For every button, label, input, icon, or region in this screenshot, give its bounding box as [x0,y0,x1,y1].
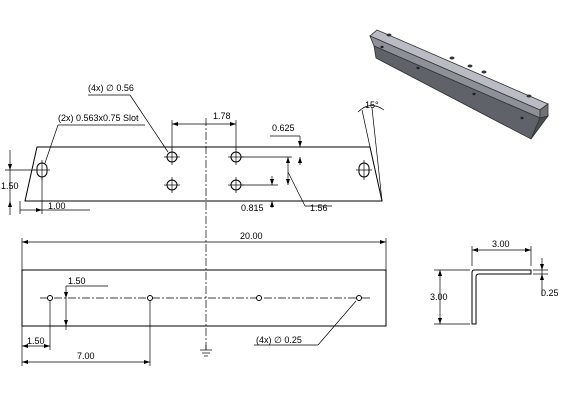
small-hole-4 [356,295,362,301]
front-view: 20.00 1.50 1.50 7.00 (4x) ∅ 0.25 [21,231,387,366]
dim-3-00-width: 3.00 [492,239,510,249]
dim-1-00: 1.00 [48,201,66,211]
small-hole-1 [47,295,53,301]
small-hole-2 [147,295,153,301]
slot-callout: (2x) 0.563x0.75 Slot [58,113,139,123]
dim-1-50-bottom: 1.50 [27,336,45,346]
dim-0-625: 0.625 [272,123,295,133]
top-view: 15° (4x) ∅ 0.56 (2x) 0.563x0.75 Slot 1.7… [1,83,385,350]
dim-0-815: 0.815 [241,203,264,213]
dim-1-78: 1.78 [213,111,231,121]
holes-callout-front: (4x) ∅ 0.25 [256,335,302,345]
isometric-view [369,29,549,140]
angle-label: 15° [365,100,379,110]
small-hole-3 [256,295,262,301]
dim-20-00: 20.00 [240,231,263,241]
dim-7-00: 7.00 [77,351,95,361]
dim-1-56: 1.56 [310,203,328,213]
dim-0-25: 0.25 [541,288,559,298]
dim-1-50-left: 1.50 [1,181,19,191]
dim-1-50-hole: 1.50 [68,276,86,286]
dim-3-00-height: 3.00 [430,292,448,302]
side-view: 3.00 3.00 0.25 [430,239,559,325]
holes-callout-top: (4x) ∅ 0.56 [88,83,134,93]
